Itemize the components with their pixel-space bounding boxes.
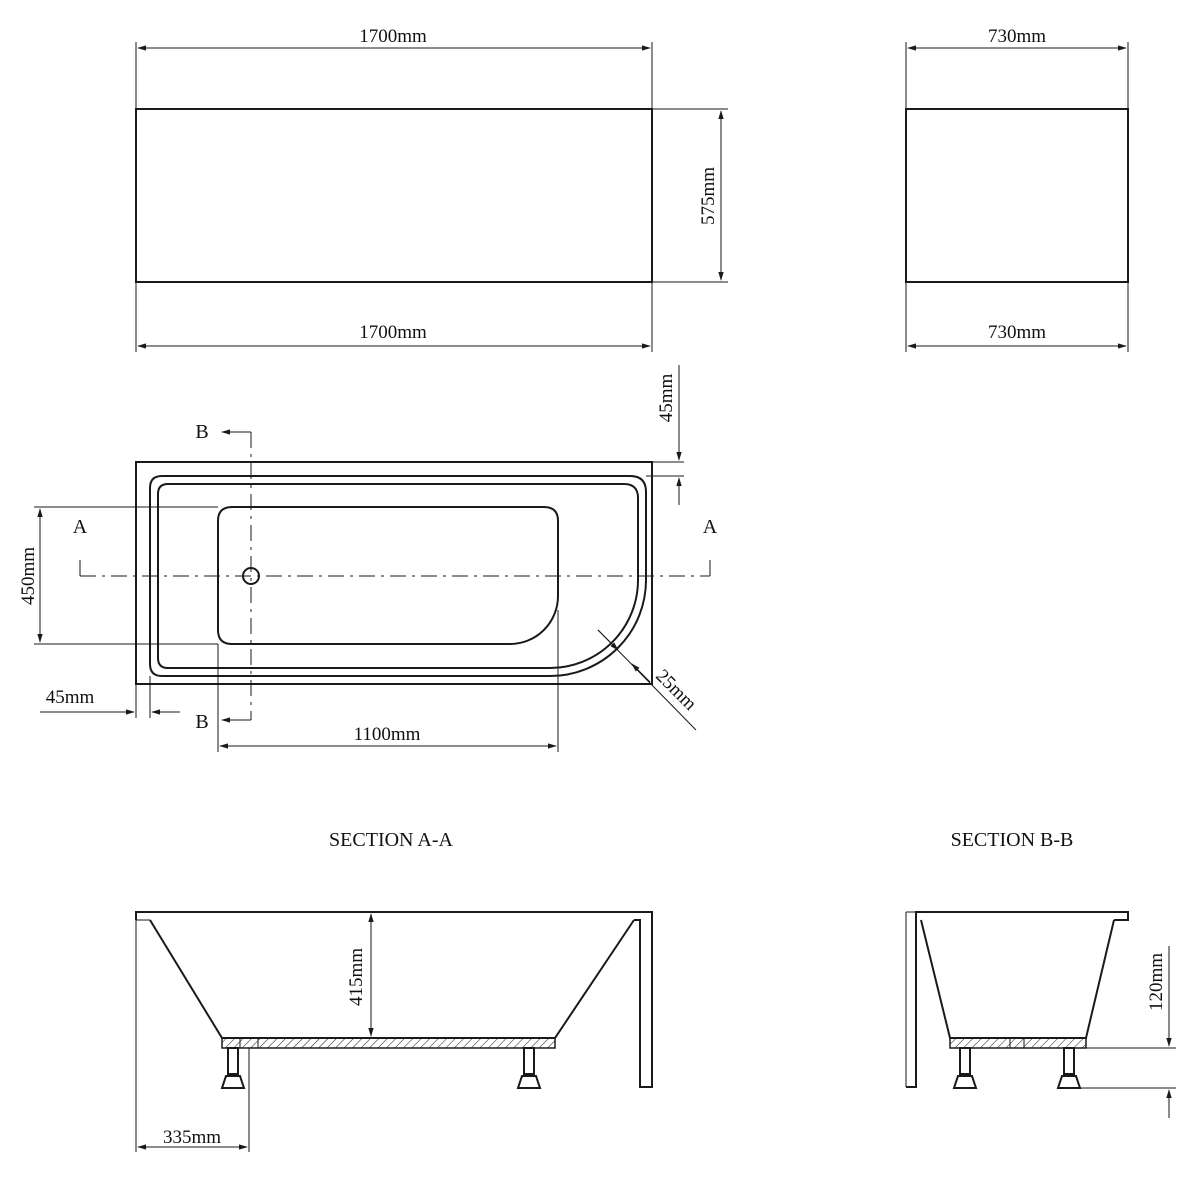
rim-top-label: 45mm [656,374,677,423]
section-a-a-leg-right [516,1047,542,1089]
plan-basin-outline [217,506,559,645]
corner-radius-label: 25mm [651,666,700,715]
depth-label: 415mm [346,948,367,1006]
section-mark-b-top: B [195,421,208,443]
rim-left-label: 45mm [46,687,95,708]
section-b-b-title: SECTION B-B [951,829,1074,851]
inner-length-label: 1100mm [354,724,421,745]
front-panel-outline [135,108,653,283]
front-height-label: 575mm [698,167,719,225]
end-width-bottom-label: 730mm [988,322,1046,343]
section-a-a-view: SECTION A-A 415mm 335mm [135,829,653,1152]
front-length-bottom-label: 1700mm [359,322,427,343]
section-b-b-base [949,1037,1087,1049]
leg-height-label: 120mm [1146,953,1167,1011]
section-mark-a-right: A [703,516,718,538]
section-a-a-leg-left [220,1047,246,1089]
section-mark-b-bottom: B [195,711,208,733]
section-b-b-leg-left [952,1047,978,1089]
section-a-a-title: SECTION A-A [329,829,453,851]
waste-offset-label: 335mm [163,1127,221,1148]
end-width-top-label: 730mm [988,26,1046,47]
front-length-top-label: 1700mm [359,26,427,47]
section-b-b-basin-profile [920,919,1115,1039]
front-elevation-view: 1700mm 1700mm 575mm [135,26,728,352]
section-b-b-leg-right [1056,1047,1082,1089]
inner-width-label: 450mm [18,547,39,605]
section-a-a-base [221,1037,556,1049]
plan-outer-rim [135,461,653,685]
section-b-b-view: SECTION B-B 120mm [905,829,1176,1118]
section-mark-a-left: A [73,516,88,538]
section-a-a-basin-profile [149,919,635,1039]
plan-inner-rim [149,475,647,677]
plan-view: A A B B 45mm 450mm 45mm 1100mm 2 [18,365,718,752]
end-elevation-view: 730mm 730mm [905,26,1129,352]
end-panel-outline [905,108,1129,283]
